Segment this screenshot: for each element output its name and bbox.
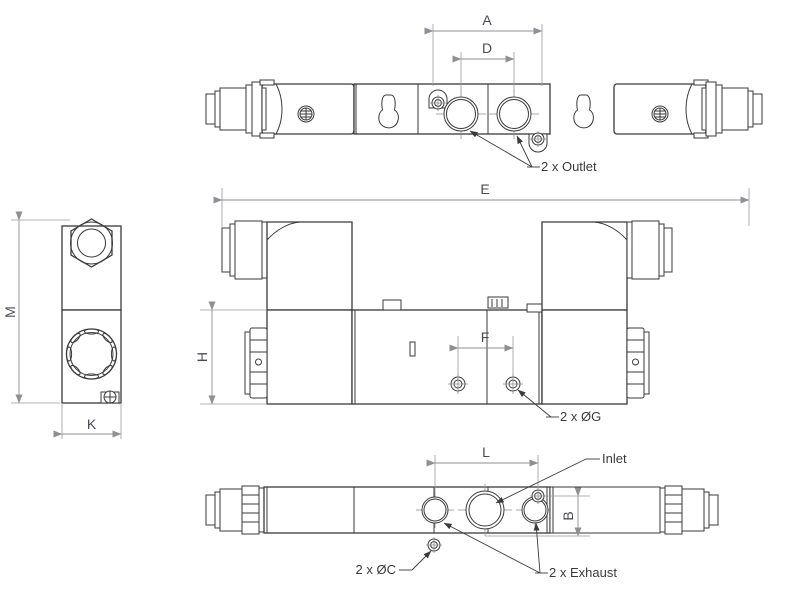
bottom-view: L B Inlet 2 x Exhaust 2 x ØC [205,444,719,580]
side-view-left-connector [221,220,268,280]
side-view-slot-left [409,341,416,357]
screw-icon-right [651,105,669,123]
callout-c-label: 2 x ØC [356,562,396,577]
exhaust-port-left [416,492,454,528]
side-view-right-coil-chamfer [593,221,628,241]
callout-g-label: 2 x ØG [560,409,601,424]
dim-a: A [424,12,543,86]
side-view-right-connector [626,220,673,280]
side-view-top-tabs [382,296,546,313]
top-view-left-connector [205,81,263,137]
manual-override-knob-left [244,327,268,399]
knurled-ring-icon [65,328,118,380]
callout-c: 2 x ØC [356,550,432,577]
hex-nut-icon [70,218,113,268]
screw-icon-left [297,105,315,123]
end-view-screw-icon [100,390,120,404]
end-view: M K [2,211,122,439]
side-view-right-coil [541,221,628,311]
outlet-port-left [436,89,486,139]
dim-e: E [213,181,750,228]
dim-b: B [485,487,590,537]
dim-a-label: A [482,12,492,28]
dim-h-label: H [194,352,210,362]
mounting-hole-top-right [528,131,548,153]
dim-m-label: M [2,306,18,318]
dim-f: F [449,329,514,378]
dim-b-label: B [560,511,576,520]
side-view-left-body [266,309,353,405]
bottom-view-right-knurl [664,485,683,535]
callout-inlet: Inlet [495,451,627,504]
bottom-view-left-connector [205,485,265,535]
callout-outlet: 2 x Outlet [469,130,597,174]
callout-outlet-label: 2 x Outlet [541,159,597,174]
top-view-right-coil [613,79,709,139]
manual-override-knob-right [626,327,650,399]
mounting-hole-c-lower [426,537,442,553]
keyhole-shape-left [378,94,399,129]
dim-l-label: L [482,444,490,460]
mounting-hole-top-left [428,89,448,111]
dim-d: D [452,40,515,92]
side-view-left-coil-chamfer [266,221,301,241]
dim-k: K [53,403,122,439]
side-view-ribbed-tab [487,296,509,309]
dim-l: L [426,444,539,495]
end-view-body-block [61,309,122,404]
dim-m: M [2,211,70,404]
side-view: E H F 2 x ØG [194,181,750,424]
callout-exhaust: 2 x Exhaust [443,522,617,580]
side-view-body-partitions [354,310,540,404]
inlet-port [458,484,512,536]
callout-inlet-label: Inlet [602,451,627,466]
callout-g: 2 x ØG [517,389,601,424]
dim-h: H [194,301,267,405]
callout-exhaust-label: 2 x Exhaust [549,565,617,580]
keyhole-shape-right [573,94,594,129]
dim-e-label: E [480,181,489,197]
side-view-right-body [541,309,628,405]
outlet-port-right [489,89,539,139]
exhaust-port-right [516,492,554,528]
dim-f-label: F [481,329,490,345]
top-view-left-coil [259,79,355,139]
top-view: A D 2 x Outlet [205,12,763,174]
side-view-left-coil [266,221,353,311]
bottom-view-right-connector [549,485,719,535]
bottom-view-left-knurl [241,485,260,535]
top-view-body-partitions [355,84,489,134]
mounting-hole-g-left [448,374,468,394]
dim-k-label: K [87,416,97,432]
dim-d-label: D [482,40,492,56]
top-view-right-connector [705,81,763,137]
